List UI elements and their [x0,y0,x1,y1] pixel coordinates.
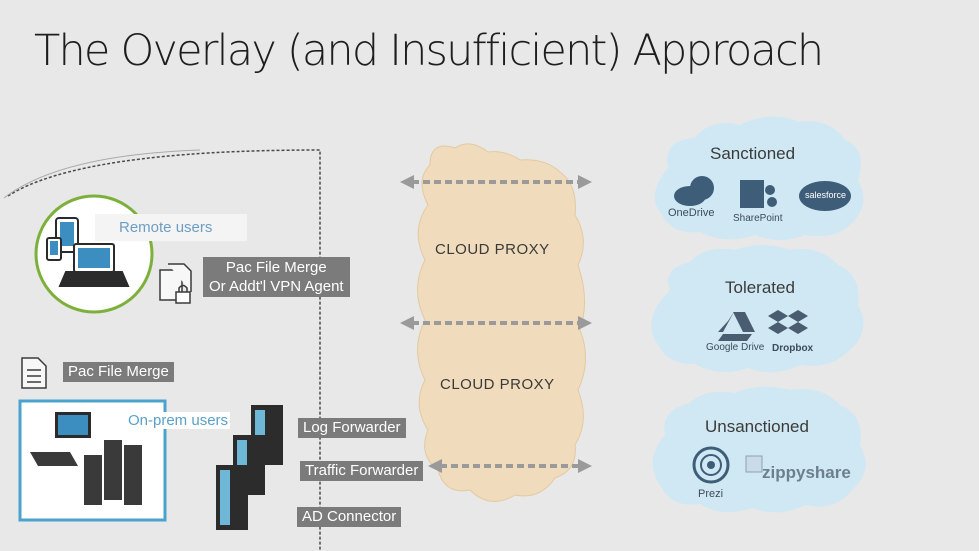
salesforce-icon [799,181,851,211]
pac-vpn-line2: Or Addt'l VPN Agent [209,278,344,295]
cloud-proxy-label-top: CLOUD PROXY [435,241,550,258]
arrow-heads [400,175,592,473]
salesforce-label: salesforce [805,190,847,200]
log-forwarder-label: Log Forwarder [298,418,406,438]
onprem-users-label: On-prem users [126,412,231,429]
prezi-icon [692,446,730,484]
page-title: The Overlay (and Insufficient) Approach [34,26,824,76]
google-drive-label: Google Drive [706,342,765,353]
zippyshare-label: zippyshare [762,463,851,482]
onedrive-label: OneDrive [668,207,715,219]
dropbox-label: Dropbox [772,343,814,354]
server-rack-icon [216,405,283,530]
dropbox-icon [768,310,808,334]
sanctioned-title: Sanctioned [710,144,796,163]
pac-vpn-line1: Pac File Merge [225,259,327,276]
unsanctioned-cloud [652,386,866,513]
pac-file-merge-label: Pac File Merge [63,362,174,382]
google-drive-icon [718,312,755,341]
document-icon [21,357,47,389]
sanctioned-cloud [654,116,864,240]
network-boundary-shadow [3,149,201,199]
remote-users-label: Remote users [95,214,247,241]
zippyshare-icon [745,455,763,473]
tolerated-title: Tolerated [725,278,795,297]
network-boundary [7,149,321,551]
sharepoint-icon [740,180,777,208]
onedrive-icon [674,176,714,206]
cloud-proxy-label-bottom: CLOUD PROXY [440,376,555,393]
unsanctioned-title: Unsanctioned [705,417,809,436]
onprem-devices-icon [30,412,142,505]
arrow-lines [412,180,580,468]
prezi-label: Prezi [698,488,724,500]
document-lock-icon [159,263,192,304]
sharepoint-label: SharePoint [733,213,783,224]
pac-vpn-label: Pac File Merge Or Addt'l VPN Agent [203,257,350,297]
ad-connector-label: AD Connector [297,507,402,527]
remote-devices-icon [46,217,130,287]
traffic-forwarder-label: Traffic Forwarder [300,461,424,481]
tolerated-cloud [651,245,864,373]
